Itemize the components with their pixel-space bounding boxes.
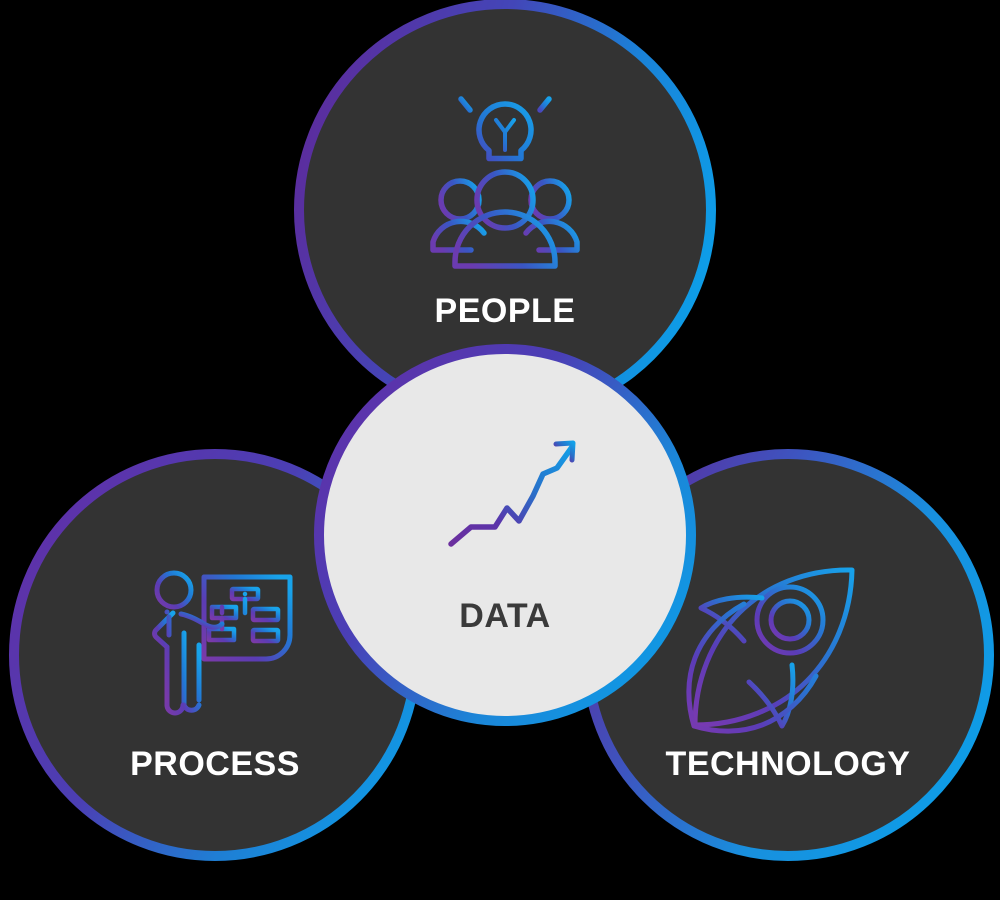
presenter-arm-pointing — [178, 611, 225, 630]
presenter-arm-hip — [152, 610, 176, 650]
data-circle-ring — [314, 344, 696, 726]
flowchart-board — [201, 574, 293, 662]
rocket-window-outer — [754, 584, 826, 656]
node-people[interactable]: PEOPLE — [294, 0, 716, 421]
rocket-window-inner — [768, 598, 812, 642]
technology-label: TECHNOLOGY — [666, 745, 911, 783]
board-box-low-left — [206, 626, 237, 643]
people-label: PEOPLE — [435, 292, 576, 330]
person-center-head — [474, 169, 536, 231]
growth-chart-icon — [438, 440, 576, 576]
person-center-body — [452, 209, 558, 269]
rocket-flame-petal — [686, 601, 819, 734]
lightbulb-people-icon — [430, 79, 580, 269]
rocket-fin-lower — [746, 662, 796, 729]
board-connector — [219, 591, 248, 632]
chart-trend-line — [448, 444, 575, 547]
rocket-fin-upper — [698, 594, 765, 644]
process-label: PROCESS — [130, 745, 300, 783]
presenter-legs — [164, 642, 202, 716]
presenter-head — [154, 570, 194, 610]
chart-x-ticks — [468, 566, 546, 576]
bulb-glass — [476, 101, 534, 162]
rocket-icon — [686, 567, 855, 734]
chart-arrow-head — [553, 440, 576, 463]
board-box-low-right — [250, 627, 281, 644]
presenter-torso — [164, 609, 187, 708]
bulb-filament — [494, 118, 516, 152]
board-box-mid-left — [209, 604, 239, 621]
board-box-mid-right — [250, 606, 281, 623]
data-label: DATA — [459, 597, 550, 635]
presenter-flowchart-icon — [152, 570, 293, 716]
node-data[interactable]: DATA — [314, 344, 696, 726]
